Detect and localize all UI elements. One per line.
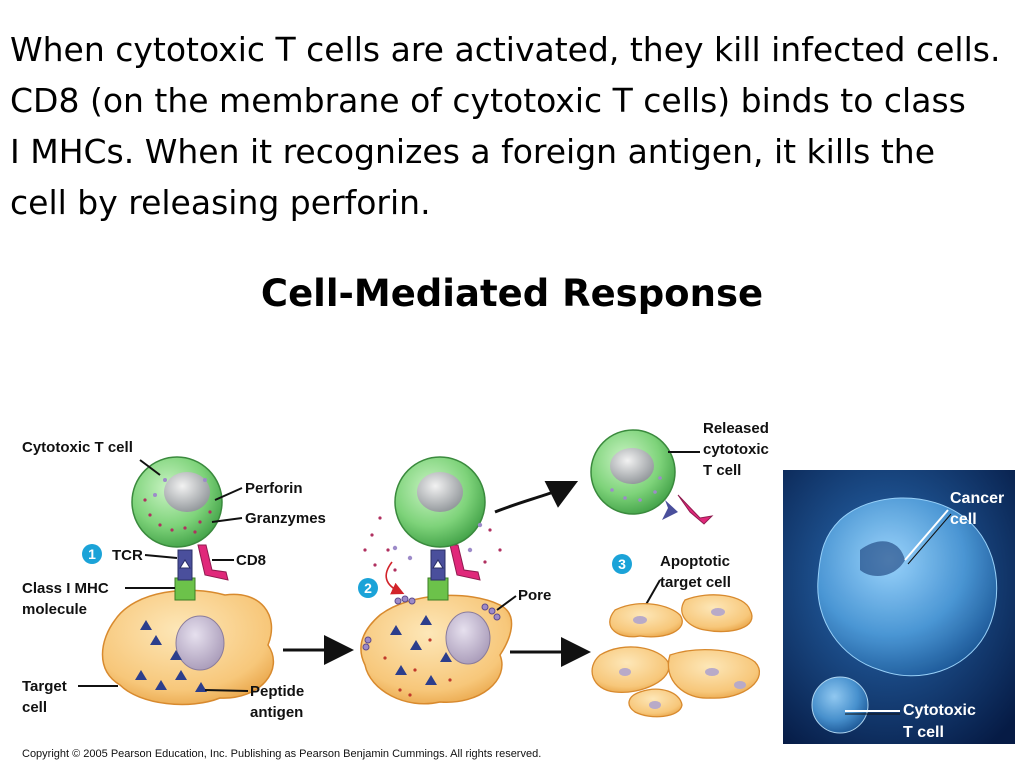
label-peptide: Peptide (250, 683, 304, 700)
target-nucleus-1 (175, 615, 225, 671)
label-perforin: Perforin (245, 480, 303, 497)
perforin-1 (153, 478, 207, 497)
label-cell: cell (22, 699, 47, 716)
granzymes-in-target (383, 638, 452, 697)
apoptotic-fragments (591, 594, 761, 718)
label-target: Target (22, 678, 67, 695)
label-antigen: antigen (250, 704, 303, 721)
step2-group: 2 Pore (358, 456, 551, 705)
red-arrow (385, 561, 405, 595)
step-3-badge (612, 554, 632, 574)
intro-line: CD8 (on the membrane of cytotoxic T cell… (10, 81, 966, 120)
step3-group: Released cytotoxic T cell 3 Apoptotic ta… (590, 420, 769, 718)
step1-group: Cytotoxic T cell Perforin Granzymes 1 TC… (22, 439, 326, 721)
cd8 (197, 544, 229, 581)
target-nucleus-2 (445, 611, 491, 665)
photo-label-cytotoxic: Cytotoxic (903, 702, 976, 719)
step-3-number: 3 (618, 556, 626, 572)
peptide-antigens-2 (390, 615, 452, 685)
label-cd8: CD8 (236, 552, 266, 569)
label-pore: Pore (518, 587, 551, 604)
intro-text: When cytotoxic T cells are activated, th… (10, 24, 1022, 228)
photo-label-cancer: Cancer (950, 490, 1004, 507)
step-1-badge (82, 544, 102, 564)
pores (362, 595, 501, 651)
cancer-cell-image (817, 497, 998, 677)
photo-label-t-cell: T cell (903, 724, 944, 741)
label-cytotoxic-t-cell: Cytotoxic T cell (22, 439, 133, 456)
t-cell-nucleus-1 (164, 472, 210, 512)
intro-line: When cytotoxic T cells are activated, th… (10, 30, 1001, 69)
peptide-antigens (135, 620, 207, 692)
label-molecule: molecule (22, 601, 87, 618)
arrow-to-released-t-cell (494, 480, 579, 514)
label-apoptotic: Apoptotic (660, 553, 730, 570)
label-released-cytotoxic: cytotoxic (703, 441, 769, 458)
label-target-cell: target cell (660, 574, 731, 591)
released-perforin-dots (363, 516, 502, 572)
class-i-mhc-molecule (174, 577, 196, 601)
step-2-badge (358, 578, 378, 598)
granzymes-1 (143, 498, 212, 534)
label-tcr: TCR (112, 547, 143, 564)
label-released: Released (703, 420, 769, 437)
copyright-text: Copyright © 2005 Pearson Education, Inc.… (22, 748, 542, 760)
step-1-number: 1 (88, 546, 96, 562)
photo-label-cell: cell (950, 511, 977, 528)
intro-line: cell by releasing perforin. (10, 183, 431, 222)
cytotoxic-t-cell-image (811, 676, 869, 734)
step-2-number: 2 (364, 580, 372, 596)
label-granzymes: Granzymes (245, 510, 326, 527)
cell-mediated-diagram: Cytotoxic T cell Perforin Granzymes 1 TC… (22, 420, 1015, 744)
slide-title: Cell-Mediated Response (260, 272, 764, 315)
micrograph-photo: Cancer cell Cytotoxic T cell (783, 470, 1015, 744)
label-class-i-mhc: Class I MHC (22, 580, 109, 597)
label-released-t-cell: T cell (703, 462, 741, 479)
intro-line: I MHCs. When it recognizes a foreign ant… (10, 132, 936, 171)
